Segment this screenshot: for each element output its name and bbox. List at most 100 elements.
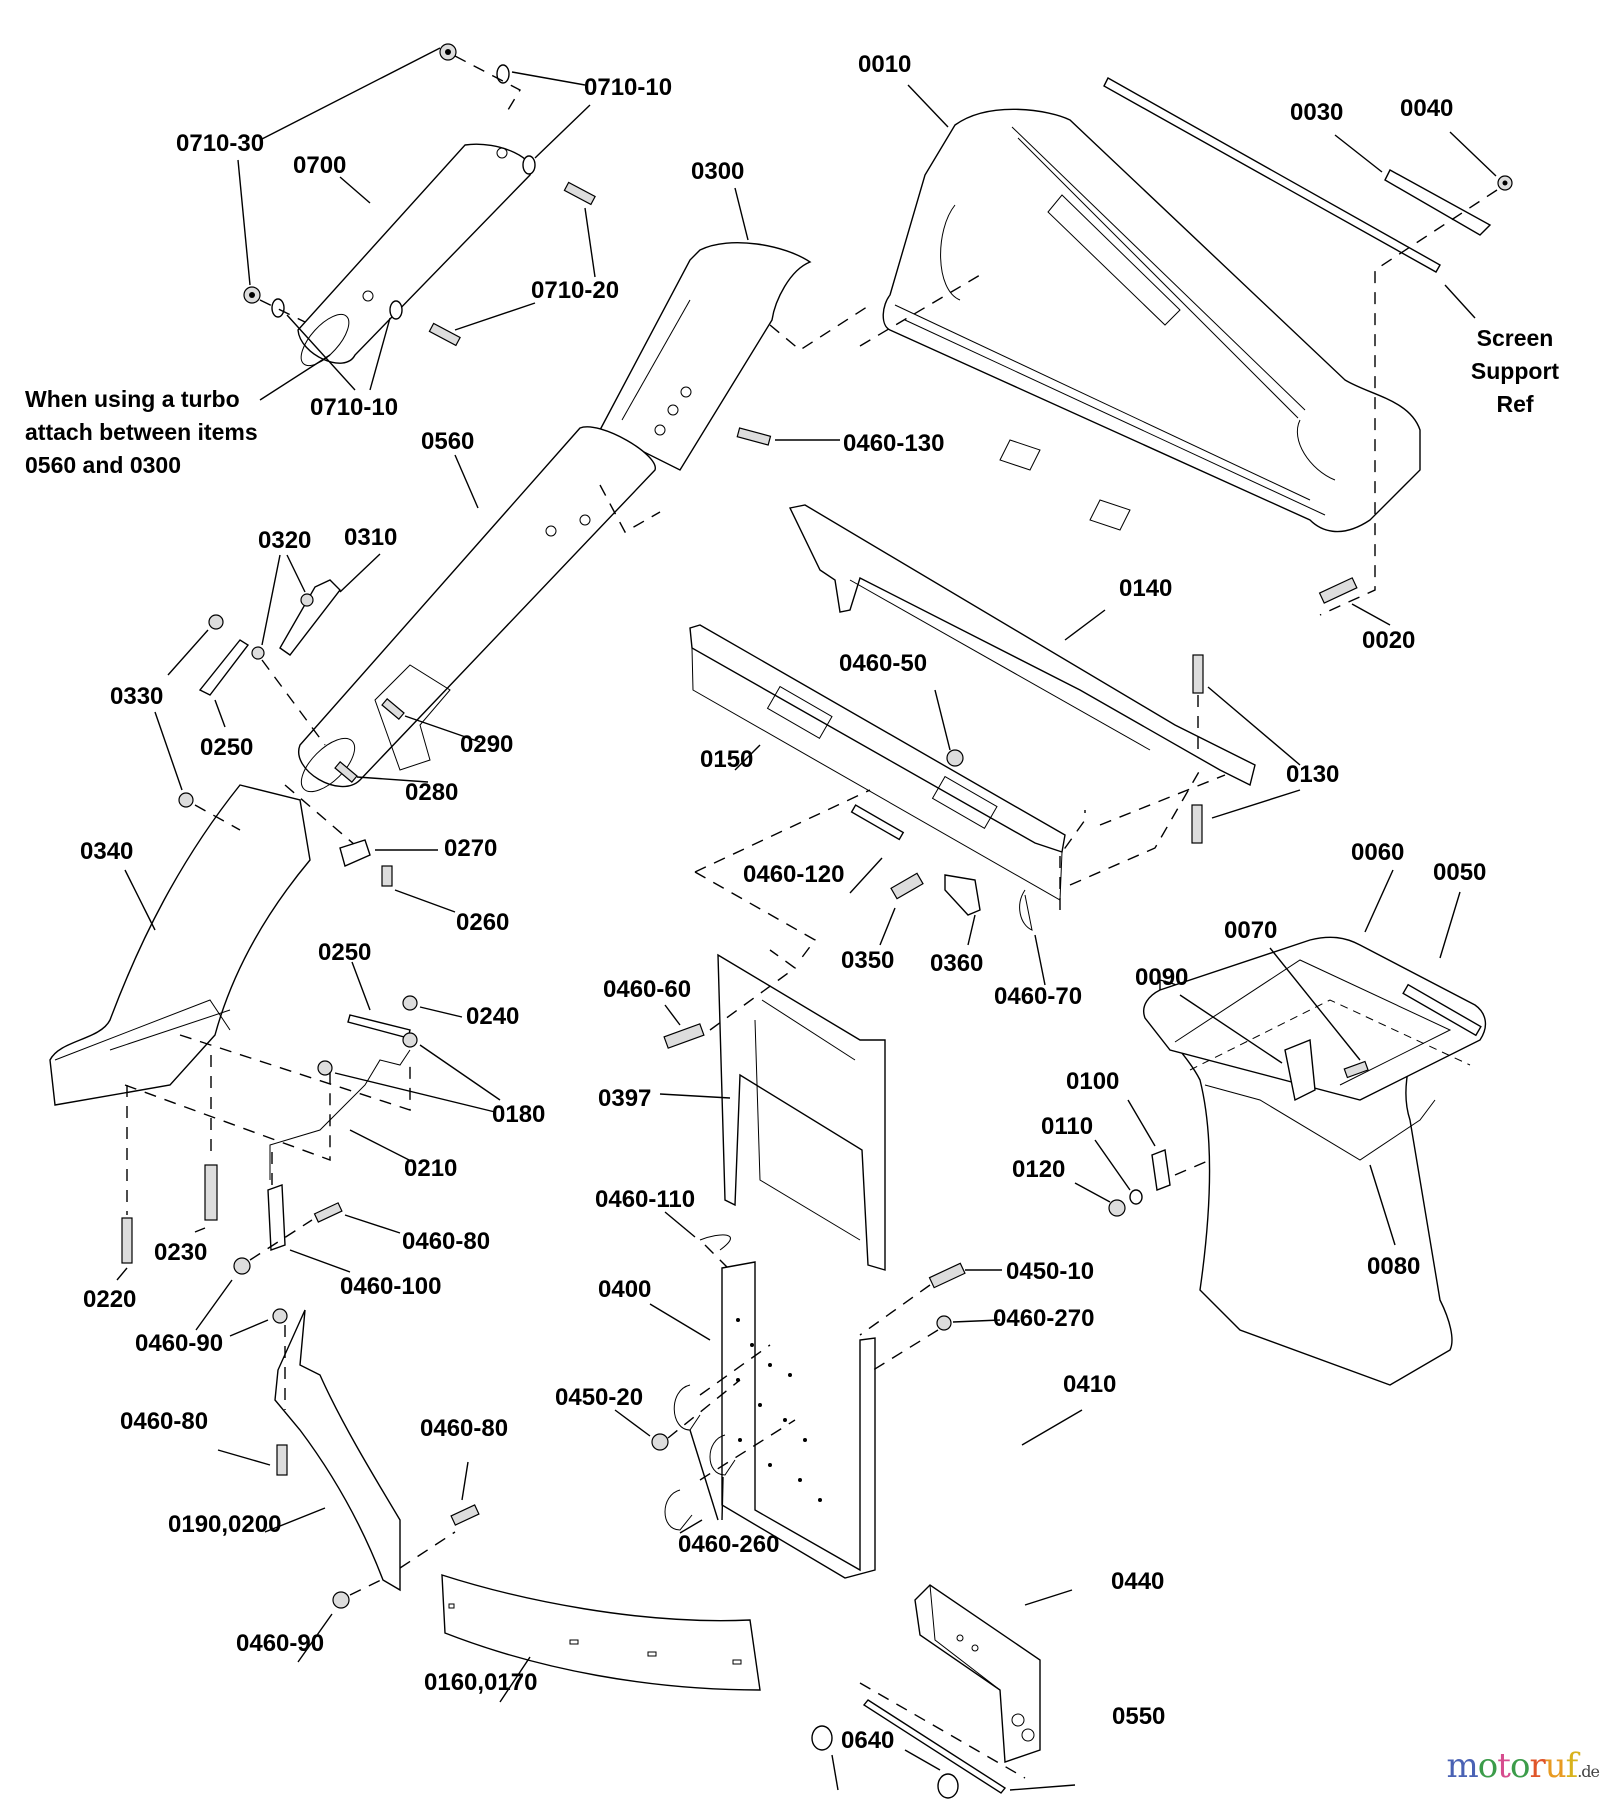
screen-ref-line-3: Ref bbox=[1496, 391, 1533, 417]
nuts-0240-0180 bbox=[317, 995, 418, 1076]
rod-0410 bbox=[901, 1378, 1097, 1572]
label-0460-130: 0460-130 bbox=[843, 430, 944, 457]
label-0400: 0400 bbox=[598, 1276, 651, 1303]
logo-letter: f bbox=[1565, 1746, 1579, 1786]
label-0320: 0320 bbox=[258, 527, 311, 554]
label-0460-60: 0460-60 bbox=[603, 976, 691, 1003]
bar-0050 bbox=[1402, 983, 1482, 1037]
bolt-0260 bbox=[381, 865, 393, 887]
label-0560: 0560 bbox=[421, 428, 474, 455]
label-0080: 0080 bbox=[1367, 1253, 1420, 1280]
label-0130: 0130 bbox=[1286, 761, 1339, 788]
turbo-note: When using a turbo attach between items … bbox=[25, 386, 258, 478]
bracket-0460-100 bbox=[267, 1184, 286, 1251]
label-0410: 0410 bbox=[1063, 1371, 1116, 1398]
part-0060-frame bbox=[1143, 936, 1487, 1161]
label-0397: 0397 bbox=[598, 1085, 651, 1112]
screen-ref-line-1: Screen bbox=[1477, 325, 1554, 351]
part-0190-0200-plate bbox=[274, 1309, 401, 1592]
hairpin-0460-70 bbox=[1019, 889, 1033, 931]
bracket-0270 bbox=[339, 839, 371, 867]
bolts-0220-0230 bbox=[121, 1164, 218, 1264]
nut-0330 bbox=[178, 792, 194, 808]
screw-0460-80-a bbox=[313, 1202, 343, 1223]
label-0440: 0440 bbox=[1111, 1568, 1164, 1595]
label-0110: 0110 bbox=[1041, 1113, 1093, 1140]
label-0160-0170: 0160,0170 bbox=[424, 1669, 537, 1696]
label-0250-b: 0250 bbox=[318, 939, 371, 966]
screen-ref-line-2: Support bbox=[1471, 358, 1559, 384]
label-0250-a: 0250 bbox=[200, 734, 253, 761]
label-0340: 0340 bbox=[80, 838, 133, 865]
nut-0450-20 bbox=[651, 1433, 669, 1451]
label-0460-80-b: 0460-80 bbox=[120, 1408, 208, 1435]
nut-0460-270 bbox=[936, 1315, 952, 1331]
pin-0460-120 bbox=[850, 804, 905, 841]
turbo-note-line-1: When using a turbo bbox=[25, 386, 240, 412]
label-0310: 0310 bbox=[344, 524, 397, 551]
label-0700: 0700 bbox=[293, 152, 346, 179]
logo-letter: o bbox=[1477, 1746, 1499, 1786]
bolt-0460-60 bbox=[663, 1023, 705, 1049]
label-0460-80-c: 0460-80 bbox=[420, 1415, 508, 1442]
part-0400-plate bbox=[721, 1261, 876, 1579]
part-labels: 0010 0020 0030 0040 0050 0060 0070 0080 … bbox=[80, 51, 1486, 1754]
label-0210: 0210 bbox=[404, 1155, 457, 1182]
part-0150-bar bbox=[689, 624, 1066, 901]
screw-0070 bbox=[1343, 1060, 1369, 1079]
bracket-0360 bbox=[944, 874, 981, 916]
label-0460-100: 0460-100 bbox=[340, 1273, 441, 1300]
motoruf-watermark-logo: motoruf.de bbox=[1447, 1746, 1600, 1786]
label-0230: 0230 bbox=[154, 1239, 207, 1266]
label-0270: 0270 bbox=[444, 835, 497, 862]
label-0050: 0050 bbox=[1433, 859, 1486, 886]
nut-0460-90-a bbox=[233, 1257, 251, 1275]
pin-0550 bbox=[862, 1699, 1007, 1794]
label-0710-30: 0710-30 bbox=[176, 130, 264, 157]
label-0090: 0090 bbox=[1135, 964, 1188, 991]
label-0300: 0300 bbox=[691, 158, 744, 185]
logo-letter: r bbox=[1529, 1746, 1545, 1786]
label-0040: 0040 bbox=[1400, 95, 1453, 122]
nut-0460-90-c bbox=[332, 1591, 350, 1609]
label-0100: 0100 bbox=[1066, 1068, 1119, 1095]
screw-0460-130 bbox=[736, 427, 772, 446]
part-0030-screen-support bbox=[1103, 77, 1492, 273]
label-0350: 0350 bbox=[841, 947, 894, 974]
bolt-0350 bbox=[890, 872, 924, 900]
hinge-0100 bbox=[1151, 1149, 1171, 1191]
logo-letter: o bbox=[1509, 1746, 1531, 1786]
part-0397-frame bbox=[717, 953, 886, 1271]
part-0440-bracket bbox=[914, 1584, 1041, 1763]
label-0460-90-a: 0460-90 bbox=[135, 1330, 223, 1357]
label-0280: 0280 bbox=[405, 779, 458, 806]
logo-letter: u bbox=[1544, 1746, 1567, 1786]
label-0190-0200: 0190,0200 bbox=[168, 1511, 281, 1538]
label-0360: 0360 bbox=[930, 950, 983, 977]
label-0030: 0030 bbox=[1290, 99, 1343, 126]
turbo-note-line-3: 0560 and 0300 bbox=[25, 452, 181, 478]
label-0020: 0020 bbox=[1362, 627, 1415, 654]
rod-0210 bbox=[269, 1049, 411, 1180]
label-0290: 0290 bbox=[460, 731, 513, 758]
washer-0110 bbox=[1129, 1189, 1143, 1205]
clip-0250-mid bbox=[347, 1014, 411, 1039]
nut-0120 bbox=[1108, 1199, 1126, 1217]
screw-0020 bbox=[1318, 577, 1358, 604]
label-0710-20: 0710-20 bbox=[531, 277, 619, 304]
screen-support-reference: Screen Support Ref bbox=[1471, 325, 1559, 417]
label-0240: 0240 bbox=[466, 1003, 519, 1030]
label-0220: 0220 bbox=[83, 1286, 136, 1313]
clips-0640 bbox=[811, 1725, 959, 1799]
label-0640: 0640 bbox=[841, 1727, 894, 1754]
nut-0460-50 bbox=[946, 749, 964, 767]
label-0550: 0550 bbox=[1112, 1703, 1165, 1730]
logo-letter: t bbox=[1497, 1746, 1511, 1786]
part-0560-tube bbox=[298, 426, 656, 793]
bolts-0280-0290 bbox=[334, 698, 405, 783]
label-0460-50: 0460-50 bbox=[839, 650, 927, 677]
clip-0250-top bbox=[198, 639, 250, 696]
part-0340-chute bbox=[49, 784, 311, 1106]
part-0010-housing bbox=[882, 108, 1421, 533]
nut-0040 bbox=[1497, 175, 1513, 191]
